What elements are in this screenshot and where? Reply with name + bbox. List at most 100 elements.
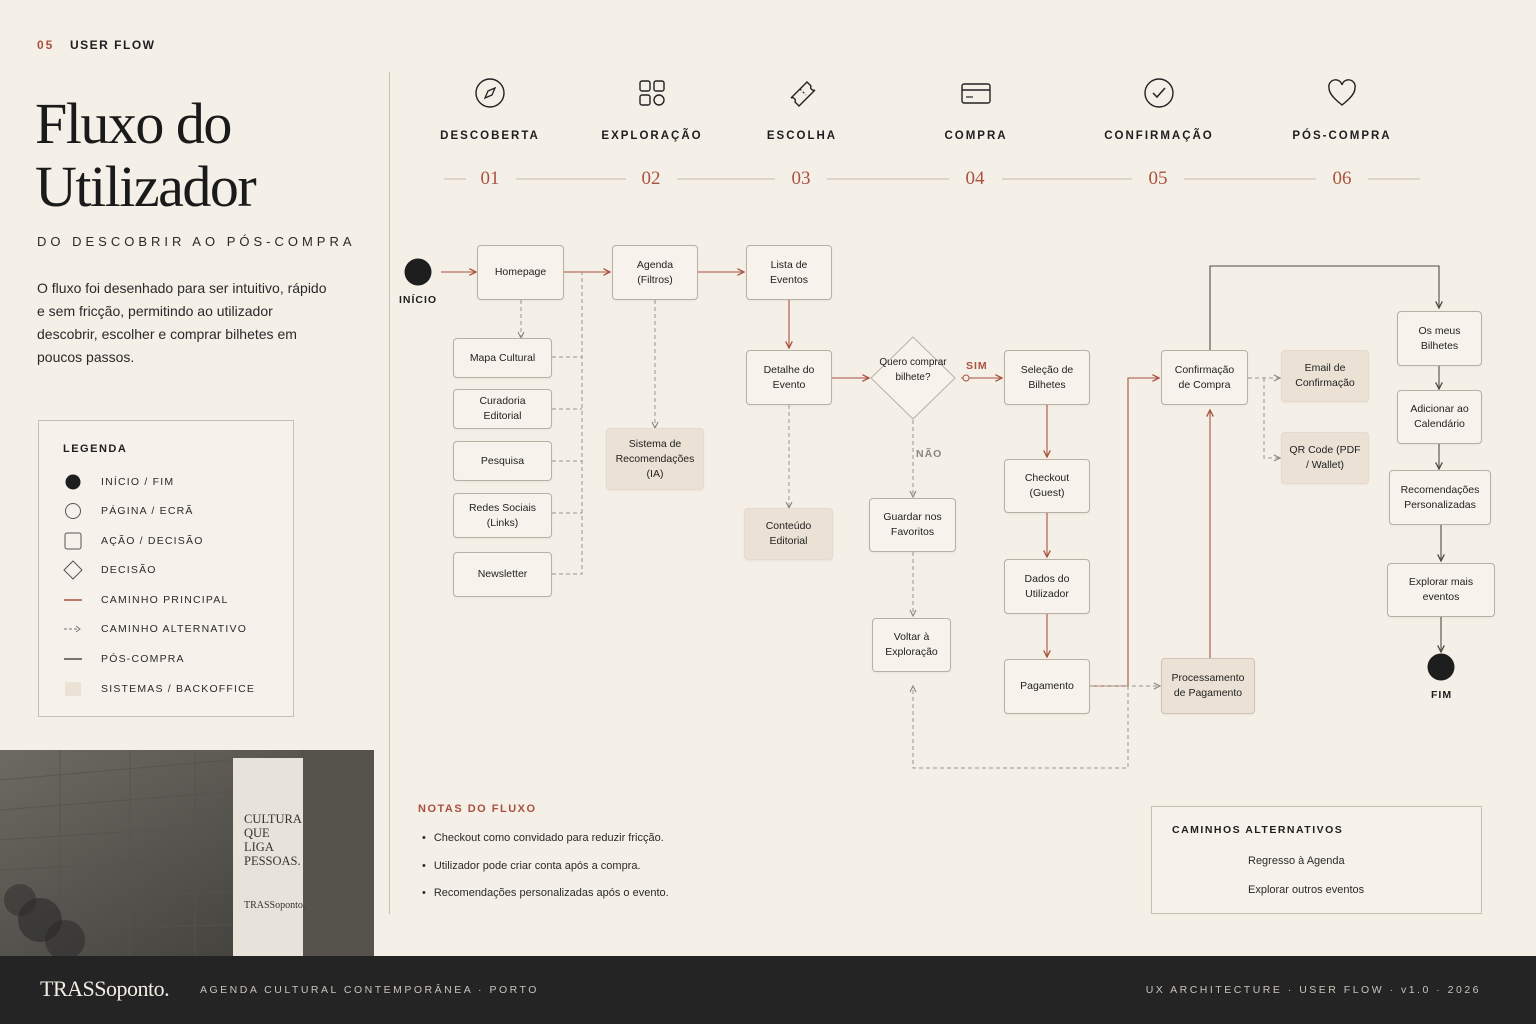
page-title: Fluxo do Utilizador [35, 91, 257, 219]
no-label: NÃO [916, 448, 943, 460]
stage-name: ESCOLHA [766, 130, 838, 142]
banner-brand: TRASSoponto. [244, 900, 306, 911]
legend-item-start-end: INÍCIO / FIM [63, 472, 174, 492]
stage-number: 02 [641, 168, 661, 189]
legend-label: DECISÃO [101, 564, 157, 576]
legend-item-action: AÇÃO / DECISÃO [63, 531, 204, 551]
legend-label: CAMINHO PRINCIPAL [101, 594, 229, 606]
vertical-divider [389, 72, 390, 914]
node-detalhe-evento[interactable]: Detalhe do Evento [746, 350, 832, 405]
node-selecao-bilhetes[interactable]: Seleção de Bilhetes [1004, 350, 1090, 405]
node-confirmacao-compra[interactable]: Confirmação de Compra [1161, 350, 1248, 405]
legend-item-main-path: CAMINHO PRINCIPAL [63, 590, 229, 610]
node-newsletter[interactable]: Newsletter [453, 552, 552, 597]
stage-pos-compra: PÓS-COMPRA [1262, 76, 1422, 166]
legend-item-system: SISTEMAS / BACKOFFICE [63, 679, 255, 699]
stage-number: 01 [480, 168, 500, 189]
node-voltar-exploracao[interactable]: Voltar à Exploração [872, 618, 951, 672]
decision-diamond [870, 336, 956, 420]
banner-text: CULTURA QUE LIGA PESSOAS. [244, 812, 302, 868]
yes-dot [962, 374, 970, 382]
legend-item-page: PÁGINA / ECRÃ [63, 501, 194, 521]
node-homepage[interactable]: Homepage [477, 245, 564, 300]
diamond-icon [63, 560, 83, 580]
footer-brand-logo: TRASSoponto. [40, 976, 170, 1001]
filled-square-icon [63, 679, 83, 699]
compass-icon [473, 76, 507, 110]
stage-name: CONFIRMAÇÃO [1104, 130, 1214, 142]
alternative-path-item: Explorar outros eventos [1248, 884, 1365, 896]
node-email-confirmacao: Email de Confirmação [1281, 350, 1369, 402]
rounded-square-icon [63, 531, 83, 551]
legend-item-post: PÓS-COMPRA [63, 649, 185, 669]
legend-label: INÍCIO / FIM [101, 476, 175, 488]
node-qr-code: QR Code (PDF / Wallet) [1281, 432, 1369, 484]
grid-icon [635, 76, 669, 110]
node-sistema-recomendacoes: Sistema de Recomendações (IA) [606, 428, 704, 490]
node-pagamento[interactable]: Pagamento [1004, 659, 1090, 714]
node-recomendacoes-personalizadas[interactable]: Recomendações Personalizadas [1389, 470, 1491, 525]
section-label: USER FLOW [70, 38, 156, 52]
ticket-icon [785, 76, 819, 110]
stage-number: 05 [1148, 168, 1168, 189]
dark-line-icon [63, 649, 83, 669]
legend-panel: LEGENDA INÍCIO / FIM PÁGINA / ECRÃ AÇÃO … [38, 420, 294, 717]
end-label: FIM [1431, 689, 1453, 701]
outline-circle-icon [63, 501, 83, 521]
card-icon [959, 76, 993, 110]
stage-name: PÓS-COMPRA [1292, 130, 1392, 142]
note-item: Checkout como convidado para reduzir fri… [422, 832, 664, 844]
node-mapa-cultural[interactable]: Mapa Cultural [453, 338, 552, 378]
stage-name: DESCOBERTA [440, 130, 540, 142]
alternative-path-item: Regresso à Agenda [1248, 855, 1345, 867]
solid-line-icon [63, 590, 83, 610]
check-circle-icon [1142, 76, 1176, 110]
end-node [1427, 653, 1455, 681]
heart-icon [1325, 76, 1359, 110]
node-agenda[interactable]: Agenda (Filtros) [612, 245, 698, 300]
yes-label: SIM [966, 360, 988, 372]
node-checkout[interactable]: Checkout (Guest) [1004, 459, 1090, 513]
footer: TRASSoponto. AGENDA CULTURAL CONTEMPORÂN… [0, 956, 1536, 1024]
start-label: INÍCIO [399, 294, 438, 306]
stage-escolha: ESCOLHA [722, 76, 882, 166]
alternative-paths-title: CAMINHOS ALTERNATIVOS [1172, 824, 1344, 836]
note-item: Utilizador pode criar conta após a compr… [422, 860, 641, 872]
legend-label: AÇÃO / DECISÃO [101, 535, 204, 547]
page-subtitle: DO DESCOBRIR AO PÓS-COMPRA [37, 234, 356, 249]
page-description: O fluxo foi desenhado para ser intuitivo… [37, 280, 327, 365]
section-number: 05 [37, 38, 55, 52]
building-photo: CULTURA QUE LIGA PESSOAS. TRASSoponto. [0, 750, 374, 956]
node-lista-eventos[interactable]: Lista de Eventos [746, 245, 832, 300]
legend-item-decision: DECISÃO [63, 560, 157, 580]
alternative-paths-panel: CAMINHOS ALTERNATIVOS Regresso à Agenda … [1151, 806, 1482, 914]
stage-name: COMPRA [944, 130, 1008, 142]
footer-tagline: AGENDA CULTURAL CONTEMPORÂNEA · PORTO [200, 984, 539, 996]
node-conteudo-editorial: Conteúdo Editorial [744, 508, 833, 560]
legend-title: LEGENDA [63, 443, 128, 455]
node-meus-bilhetes[interactable]: Os meus Bilhetes [1397, 311, 1482, 366]
node-curadoria[interactable]: Curadoria Editorial [453, 389, 552, 429]
stage-descoberta: DESCOBERTA [410, 76, 570, 166]
node-guardar-favoritos[interactable]: Guardar nos Favoritos [869, 498, 956, 552]
stage-number: 03 [791, 168, 811, 189]
stage-exploracao: EXPLORAÇÃO [572, 76, 732, 166]
legend-label: SISTEMAS / BACKOFFICE [101, 683, 256, 695]
node-adicionar-calendario[interactable]: Adicionar ao Calendário [1397, 390, 1482, 444]
node-pesquisa[interactable]: Pesquisa [453, 441, 552, 481]
stage-compra: COMPRA [896, 76, 1056, 166]
stage-number: 04 [965, 168, 985, 189]
node-redes-sociais[interactable]: Redes Sociais (Links) [453, 493, 552, 538]
node-processamento-pagamento: Processamento de Pagamento [1161, 658, 1255, 714]
legend-label: PÁGINA / ECRÃ [101, 505, 194, 517]
node-explorar-mais[interactable]: Explorar mais eventos [1387, 563, 1495, 617]
legend-label: PÓS-COMPRA [101, 653, 185, 665]
footer-meta: UX ARCHITECTURE · USER FLOW · v1.0 · 202… [1145, 984, 1481, 996]
filled-circle-icon [63, 472, 83, 492]
node-dados-utilizador[interactable]: Dados do Utilizador [1004, 559, 1090, 614]
dashed-arrow-icon [63, 619, 83, 639]
stage-name: EXPLORAÇÃO [601, 130, 703, 142]
stage-confirmacao: CONFIRMAÇÃO [1079, 76, 1239, 166]
start-node [404, 258, 432, 286]
decision-label[interactable]: Quero comprar bilhete? [879, 357, 947, 383]
